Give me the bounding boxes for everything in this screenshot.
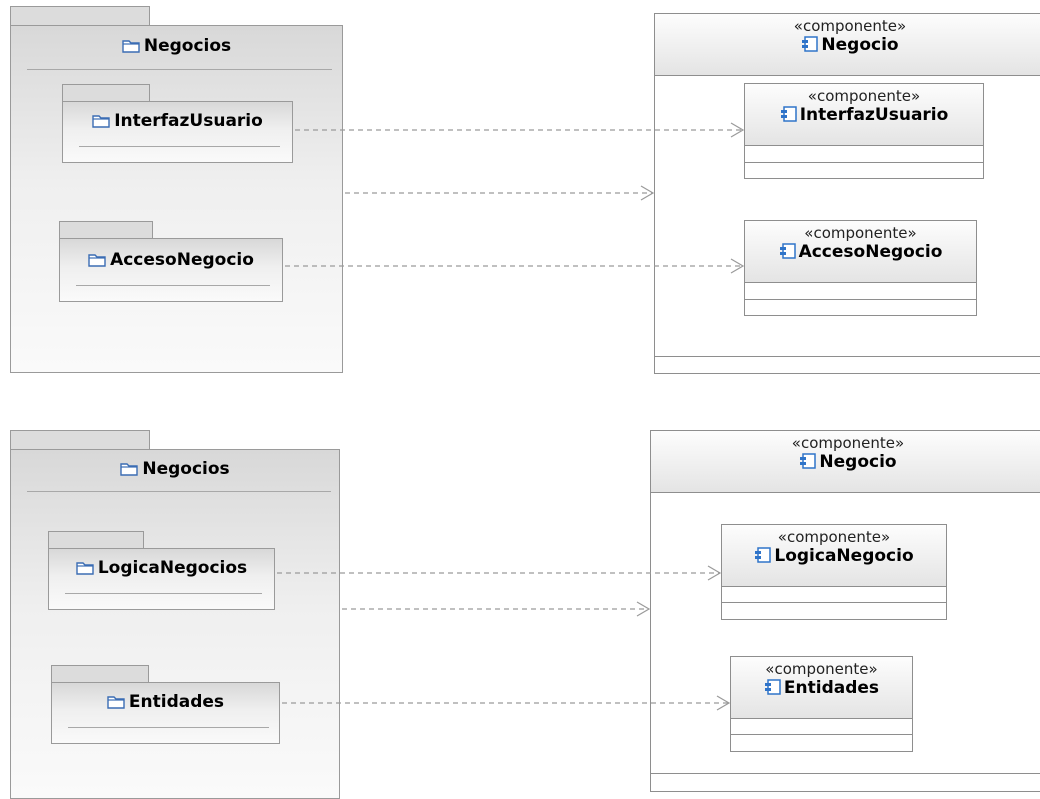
compartment-divider bbox=[722, 602, 946, 603]
subcomponent-entidades[interactable]: «componente» Entidades bbox=[730, 656, 913, 752]
stereotype-label: «componente» bbox=[777, 528, 891, 546]
component-icon bbox=[800, 453, 817, 469]
folder-icon bbox=[122, 40, 140, 53]
stereotype-label: «componente» bbox=[807, 87, 921, 105]
arrowhead bbox=[716, 695, 731, 711]
component-name: Negocio bbox=[651, 452, 1040, 472]
component-header: «componente» InterfazUsuario bbox=[745, 84, 983, 146]
folder-icon bbox=[120, 463, 139, 476]
stereotype-label: «componente» bbox=[804, 224, 917, 242]
component-header: «componente» Negocio bbox=[651, 431, 1040, 493]
arrowhead bbox=[640, 185, 655, 201]
subpackage-logicanegocios[interactable]: LogicaNegocios bbox=[48, 548, 275, 610]
component-header: «componente» Negocio bbox=[655, 14, 1040, 76]
component-icon bbox=[779, 243, 796, 259]
package-separator bbox=[27, 69, 332, 70]
compartment-divider bbox=[745, 299, 976, 300]
subpackage-tab bbox=[62, 84, 150, 102]
component-name: Negocio bbox=[655, 35, 1040, 55]
arrowhead bbox=[730, 122, 745, 138]
component-name: InterfazUsuario bbox=[745, 105, 983, 125]
subpackage-separator bbox=[79, 146, 280, 147]
folder-icon bbox=[107, 696, 125, 709]
component-icon bbox=[780, 106, 797, 122]
arrowhead bbox=[730, 258, 745, 274]
stereotype-label: «componente» bbox=[765, 660, 878, 678]
stereotype-label: «componente» bbox=[791, 434, 905, 452]
subcomponent-logicanegocio[interactable]: «componente» LogicaNegocio bbox=[721, 524, 947, 620]
component-name: Entidades bbox=[731, 678, 912, 698]
package-separator bbox=[27, 491, 331, 492]
subpackage-interfazusuario[interactable]: InterfazUsuario bbox=[62, 101, 293, 163]
subpackage-separator bbox=[76, 285, 270, 286]
subpackage-separator bbox=[65, 593, 262, 594]
component-header: «componente» AccesoNegocio bbox=[745, 221, 976, 283]
package-tab bbox=[10, 6, 150, 26]
subpackage-entidades[interactable]: Entidades bbox=[51, 682, 280, 744]
stereotype-label: «componente» bbox=[793, 17, 907, 35]
compartment-divider bbox=[731, 734, 912, 735]
subpackage-title: AccesoNegocio bbox=[60, 250, 282, 270]
subpackage-title: LogicaNegocios bbox=[49, 558, 274, 578]
subpackage-title: Entidades bbox=[52, 692, 279, 712]
arrowhead bbox=[636, 601, 651, 617]
compartment-divider bbox=[651, 773, 1040, 774]
subpackage-tab bbox=[48, 531, 144, 549]
subpackage-tab bbox=[51, 665, 149, 683]
component-icon bbox=[802, 36, 819, 52]
arrowhead bbox=[707, 565, 722, 581]
subcomponent-interfazusuario[interactable]: «componente» InterfazUsuario bbox=[744, 83, 984, 179]
component-icon bbox=[755, 547, 772, 563]
folder-icon bbox=[92, 115, 110, 128]
component-name: LogicaNegocio bbox=[722, 546, 946, 566]
subpackage-accesonegocio[interactable]: AccesoNegocio bbox=[59, 238, 283, 302]
subpackage-tab bbox=[59, 221, 153, 239]
folder-icon bbox=[88, 254, 106, 267]
subpackage-title: InterfazUsuario bbox=[63, 111, 292, 131]
compartment-divider bbox=[655, 356, 1040, 357]
package-title: Negocios bbox=[11, 36, 342, 56]
component-header: «componente» Entidades bbox=[731, 657, 912, 719]
package-negocios[interactable]: Negocios bbox=[10, 25, 343, 373]
subpackage-separator bbox=[68, 727, 269, 728]
component-icon bbox=[764, 679, 781, 695]
package-title: Negocios bbox=[11, 459, 339, 479]
folder-icon bbox=[76, 562, 94, 575]
package-tab bbox=[10, 430, 150, 450]
subcomponent-accesonegocio[interactable]: «componente» AccesoNegocio bbox=[744, 220, 977, 316]
compartment-divider bbox=[745, 162, 983, 163]
component-name: AccesoNegocio bbox=[745, 242, 976, 262]
component-header: «componente» LogicaNegocio bbox=[722, 525, 946, 587]
